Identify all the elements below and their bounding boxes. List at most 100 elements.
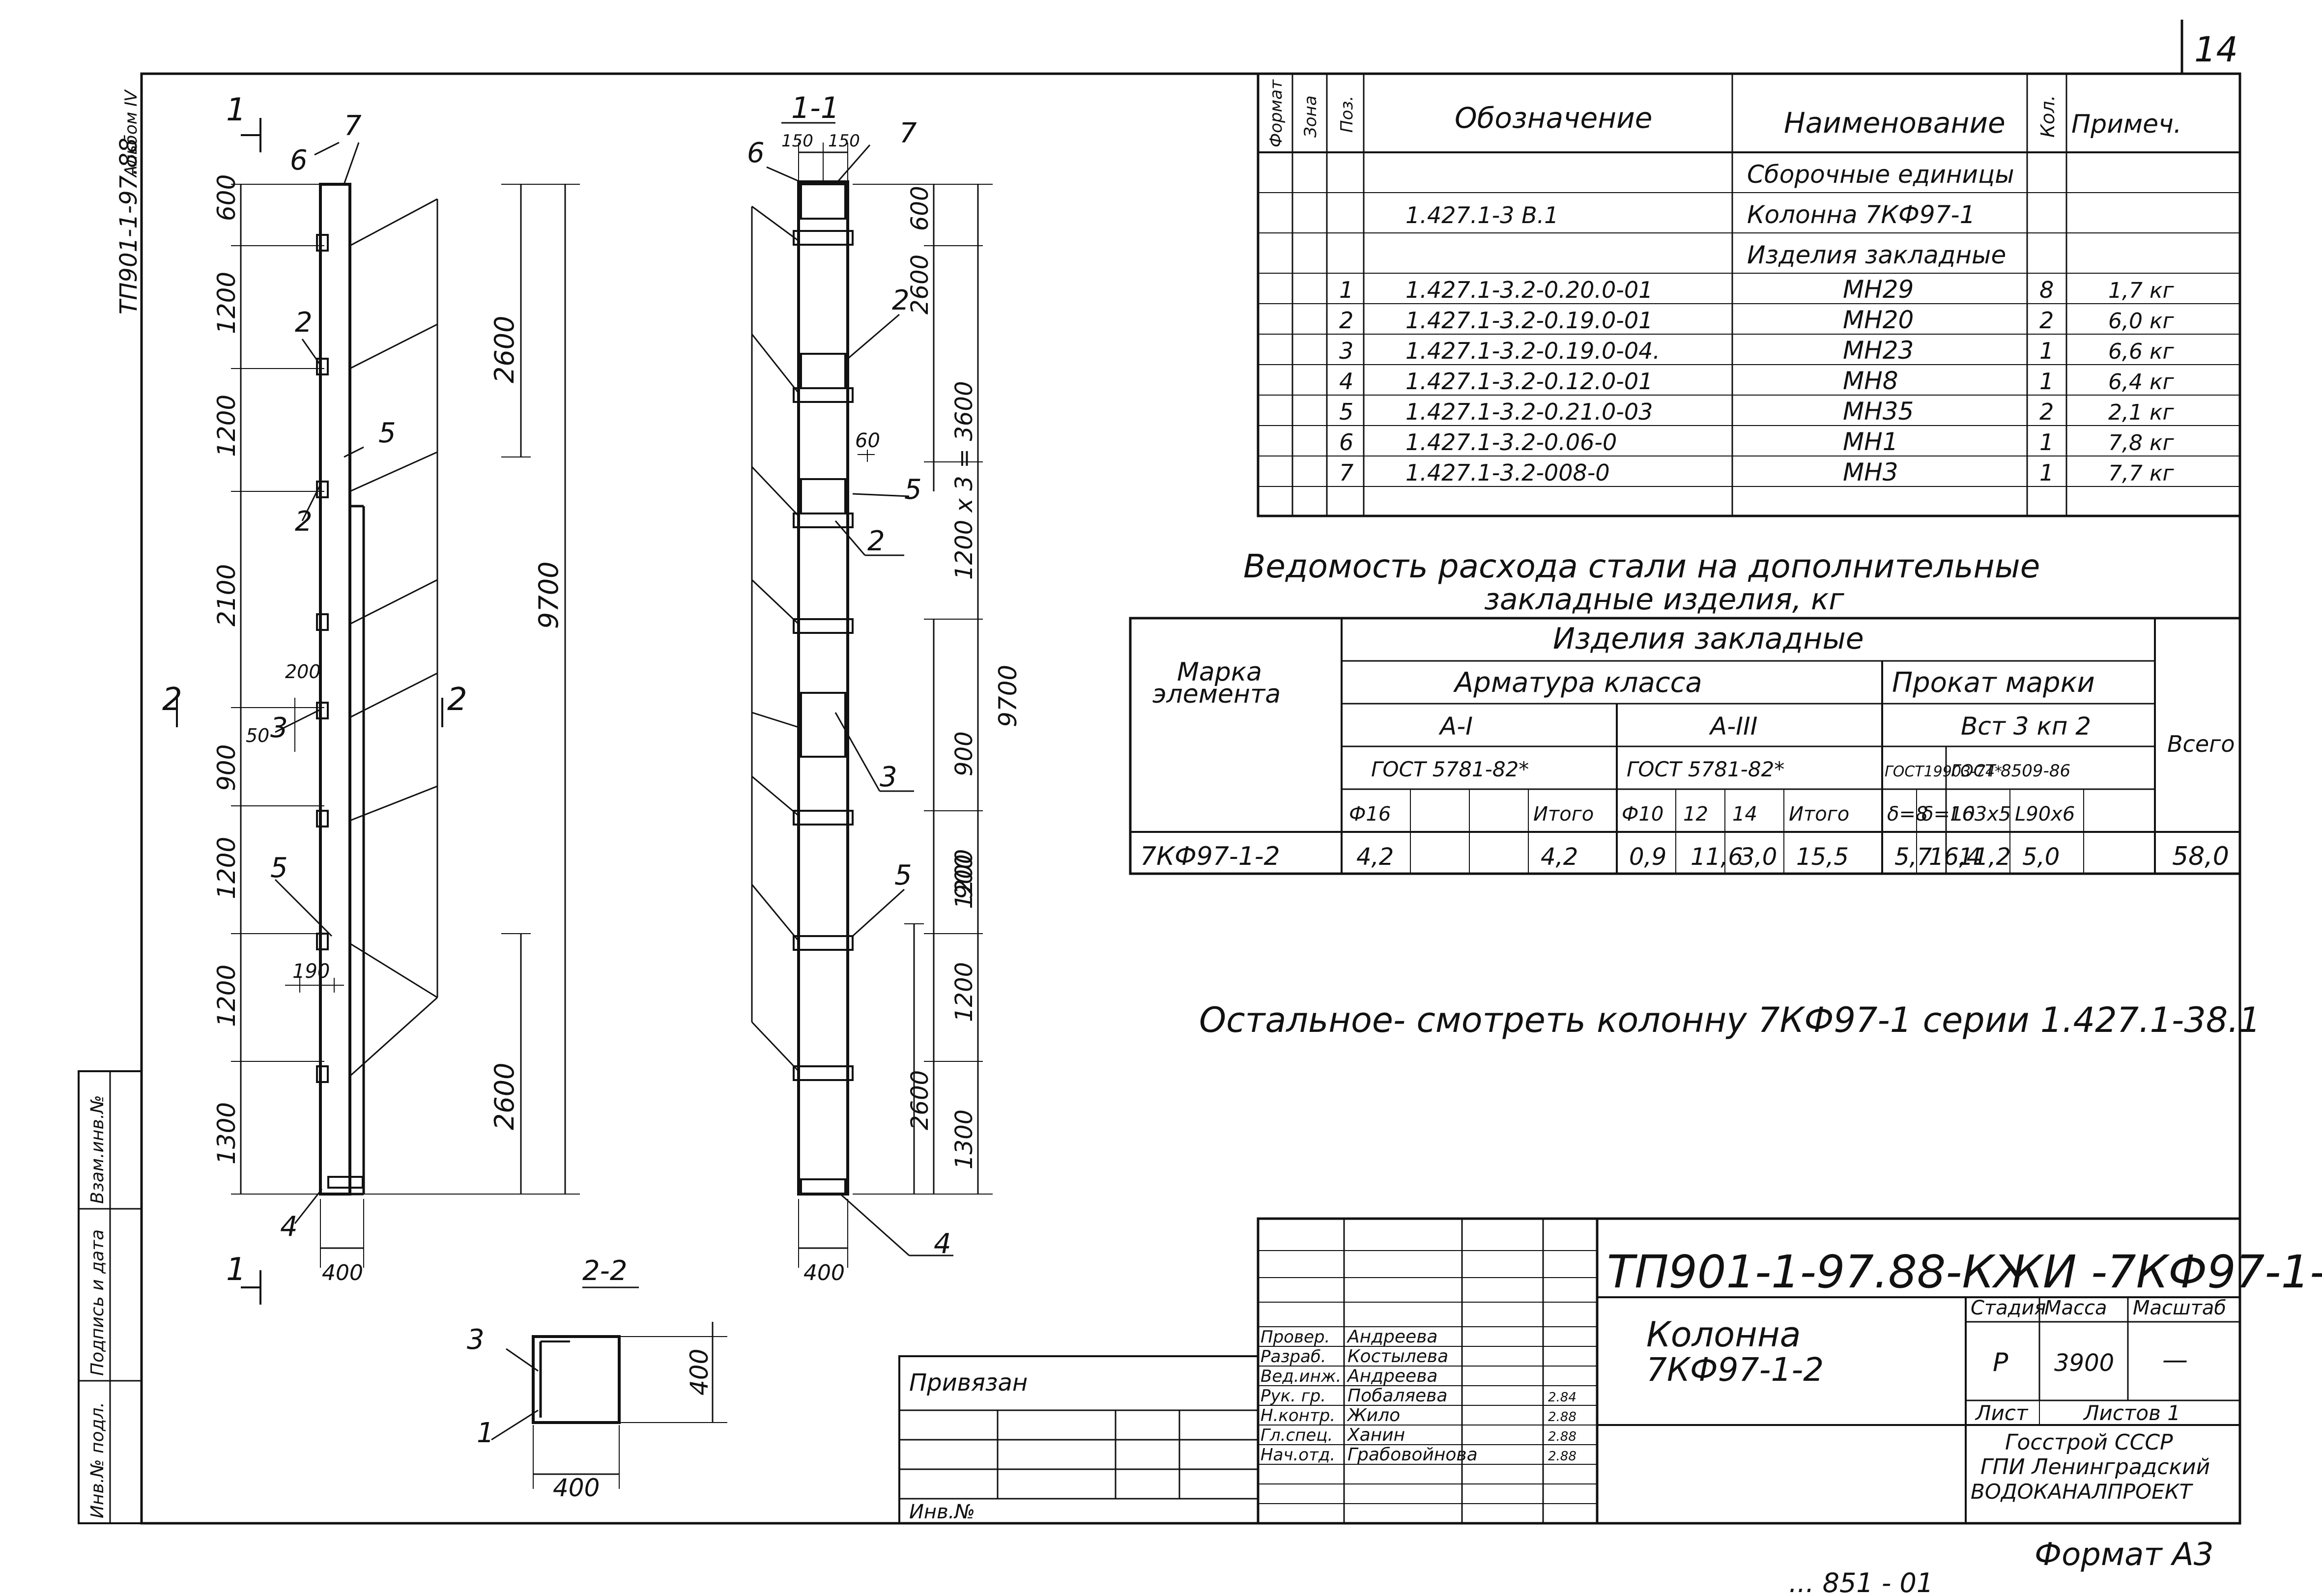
- spec-row-name: МН8: [1843, 367, 1898, 395]
- steel-row-value: 5,0: [2022, 843, 2060, 871]
- section-2-2-title: 2-2: [582, 1255, 627, 1287]
- pos-5-left-a: 5: [378, 417, 396, 449]
- drawing-title: Колонна: [1646, 1314, 1801, 1355]
- spec-row-designation: 1.427.1-3.2-0.12.0-01: [1405, 368, 1653, 395]
- spec-col-name: Наименование: [1784, 106, 2006, 140]
- stage-label: Стадия: [1971, 1297, 2046, 1319]
- approval-name: Костылева: [1347, 1346, 1448, 1367]
- spec-row-designation: 1.427.1-3.2-008-0: [1405, 459, 1610, 486]
- pos-2-right-a: 2: [892, 285, 910, 316]
- dim-r-1200b: 1200: [950, 962, 978, 1022]
- spec-row-designation: 1.427.1-3.2-0.21.0-03: [1405, 399, 1653, 425]
- steel-gost3: ГОСТ19903-74*: [1885, 763, 2002, 780]
- spec-row-name: МН23: [1843, 336, 1914, 365]
- pos-5-left-b: 5: [270, 852, 288, 884]
- sheets-label: Листов 1: [2083, 1401, 2180, 1425]
- spec-row-note: 7,7 кг: [2108, 461, 2175, 486]
- section-2-2: [491, 1286, 727, 1489]
- approval-date: 2.88: [1548, 1410, 1577, 1425]
- steel-row-value: 11,2: [1958, 843, 2011, 871]
- steel-col-label: Ф10: [1622, 803, 1663, 826]
- steel-table-text: Марка элемента Изделия закладные Арматур…: [1140, 622, 2235, 871]
- org-line-3: ВОДОКАНАЛПРОЕКТ: [1971, 1480, 2194, 1504]
- note-text: Остальное- смотреть колонну 7КФ97-1 сери…: [1199, 1000, 2261, 1040]
- stamp-signature-date: Подпись и дата: [87, 1229, 108, 1376]
- org-line-1: Госстрой СССР: [2005, 1430, 2173, 1455]
- spec-row-pos: 7: [1339, 459, 1353, 486]
- dim-left-600: 600: [212, 174, 241, 221]
- spec-row-pos: 1: [1339, 277, 1353, 303]
- dim-mid-2600-top: 2600: [489, 316, 520, 383]
- dim-r-2600-top: 2600: [906, 255, 934, 314]
- approval-role: Гл.спец.: [1261, 1425, 1333, 1445]
- steel-col-label: Итого: [1789, 803, 1849, 826]
- dim-mid-2600-bottom: 2600: [489, 1063, 520, 1130]
- dim-r-900a: 900: [950, 731, 978, 776]
- dim-150-a: 150: [781, 131, 813, 151]
- spec-col-zone: Зона: [1301, 95, 1320, 138]
- steel-title-1: Ведомость расхода стали на дополнительны…: [1243, 547, 2040, 585]
- spec-row-name: Колонна 7КФ97-1: [1747, 200, 1975, 229]
- spec-row-name: МН35: [1843, 397, 1914, 426]
- sheet-label: Лист: [1975, 1401, 2029, 1425]
- section-mark-top: 1: [226, 92, 246, 128]
- spec-row-pos: 4: [1339, 368, 1353, 395]
- doc-code: ТП901-1-97.88-КЖИ -7КФ97-1-2: [1607, 1246, 2322, 1298]
- approval-role: Разраб.: [1261, 1347, 1326, 1367]
- dim-left-1300: 1300: [212, 1102, 241, 1165]
- steel-a1: А-I: [1438, 712, 1473, 741]
- spec-row-name: МН29: [1843, 275, 1914, 304]
- approval-name: Андреева: [1347, 1366, 1437, 1386]
- pos-4-right: 4: [934, 1228, 951, 1260]
- steel-row-value: 3,0: [1740, 843, 1777, 871]
- spec-row-designation: 1.427.1-3.2-0.19.0-01: [1405, 307, 1653, 334]
- spec-row-qty: 1: [2039, 338, 2054, 364]
- stamp-inv-podl: Инв.№ подл.: [87, 1402, 108, 1518]
- bottom-cut-text: ... 851 - 01: [1789, 1568, 1933, 1596]
- page-number: 14: [2194, 29, 2238, 70]
- approval-date: 2.88: [1548, 1429, 1577, 1444]
- pos-2-left-a: 2: [295, 307, 313, 339]
- approval-name: Побаляева: [1347, 1386, 1447, 1406]
- dim-400-elev: 400: [322, 1260, 363, 1285]
- approval-name: Грабовойнова: [1347, 1445, 1478, 1465]
- section-1-1-labels: 1-1 150 150 6 7 2 60 5 2 3 5 4 400 600 2…: [747, 91, 1022, 1285]
- steel-col-label: Итого: [1533, 803, 1594, 826]
- section-1-1-view: [751, 122, 993, 1268]
- spec-row-note: 2,1 кг: [2108, 400, 2175, 425]
- dim-left-1200a: 1200: [212, 272, 241, 334]
- steel-gost4: ГОСТ 8509-86: [1951, 761, 2070, 781]
- steel-gost1: ГОСТ 5781-82*: [1371, 757, 1529, 781]
- steel-title-2: закладные изделия, кг: [1484, 582, 1844, 617]
- dim-left-1200d: 1200: [212, 965, 241, 1027]
- dim-r-1200x3: 1200 x 3 = 3600: [950, 381, 978, 580]
- dim-150-b: 150: [828, 131, 860, 151]
- spec-row-designation: 1.427.1-3.2-0.19.0-04.: [1405, 338, 1660, 364]
- steel-row-value: 4,2: [1541, 843, 1578, 871]
- dim-r-2600-bottom: 2600: [906, 1070, 934, 1130]
- steel-vst: Вст 3 кп 2: [1961, 712, 2091, 741]
- title-block: [898, 1217, 2241, 1525]
- pos-5-right-a: 5: [904, 474, 922, 506]
- spec-col-note: Примеч.: [2071, 110, 2181, 139]
- spec-row-qty: 8: [2039, 277, 2054, 303]
- sheet-frame: [140, 72, 2241, 1525]
- steel-mark-header-2: элемента: [1152, 680, 1281, 709]
- dim-400-right: 400: [803, 1260, 845, 1285]
- dim-60: 60: [855, 429, 880, 452]
- spec-row-note: 6,0 кг: [2108, 309, 2175, 334]
- approval-role: Провер.: [1261, 1327, 1330, 1347]
- spec-row-name: Сборочные единицы: [1747, 160, 2014, 189]
- spec-row-pos: 2: [1339, 307, 1353, 334]
- pos-4-left: 4: [280, 1211, 298, 1243]
- section-mark-2-right: 2: [447, 682, 467, 718]
- steel-row-value: 11,6: [1691, 843, 1743, 871]
- steel-row-total: 58,0: [2172, 842, 2229, 871]
- pos-6-left: 6: [290, 144, 308, 176]
- spec-col-qty: Кол.: [2037, 95, 2059, 138]
- steel-col-label: δ=8: [1887, 803, 1928, 826]
- elevation-labels: 1 1 2 2 7 6 2 2 5 3 5 4 600 1200 1200 21…: [162, 92, 564, 1288]
- scale-label: Масштаб: [2133, 1297, 2226, 1319]
- inv-label: Инв.№: [909, 1501, 975, 1523]
